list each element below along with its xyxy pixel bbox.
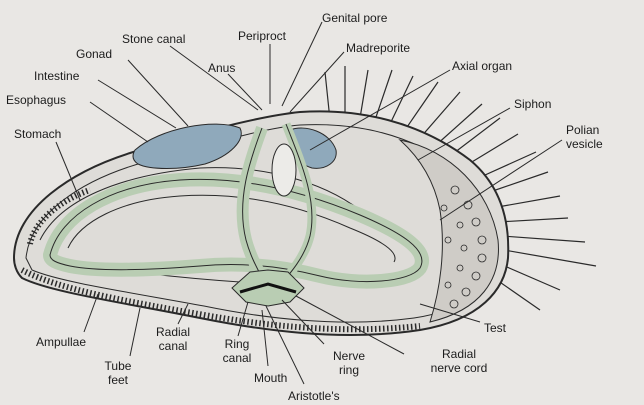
label-stone-canal: Stone canal xyxy=(122,32,186,46)
label-tube-feet-line2: feet xyxy=(107,373,128,387)
label-mouth: Mouth xyxy=(254,371,288,385)
label-gonad: Gonad xyxy=(76,47,113,61)
label-nerve-ring-line1: Nerve xyxy=(332,349,365,363)
label-polian-vesicle-line2: vesicle xyxy=(566,137,603,151)
label-ampullae: Ampullae xyxy=(36,335,87,349)
axial-organ xyxy=(271,143,297,197)
label-axial-organ: Axial organ xyxy=(452,59,513,73)
label-tube-feet-line1: Tube xyxy=(104,359,132,373)
label-genital-pore: Genital pore xyxy=(322,11,388,25)
label-radial-nerve-cord-line1: Radial xyxy=(441,347,477,361)
label-ring-canal-line2: canal xyxy=(222,351,252,365)
aristotles-lantern xyxy=(231,269,305,307)
leader-lines xyxy=(55,21,563,385)
label-radial-nerve-cord-line2: nerve cord xyxy=(430,361,488,375)
label-intestine: Intestine xyxy=(34,69,80,83)
label-ring-canal-line1: Ring xyxy=(224,337,250,351)
label-periproct: Periproct xyxy=(238,29,287,43)
label-radial-canal-line1: Radial xyxy=(155,325,191,339)
label-madreporite: Madreporite xyxy=(346,41,411,55)
label-aristotles: Aristotle's xyxy=(288,389,340,403)
label-radial-canal-line2: canal xyxy=(158,339,188,353)
label-siphon: Siphon xyxy=(514,97,552,111)
label-polian-vesicle-line1: Polian xyxy=(566,123,600,137)
label-stomach: Stomach xyxy=(14,127,62,141)
label-esophagus: Esophagus xyxy=(6,93,67,107)
label-anus: Anus xyxy=(208,61,236,75)
gonad-left xyxy=(132,123,242,169)
label-nerve-ring-line2: ring xyxy=(338,363,359,377)
label-test: Test xyxy=(484,321,507,335)
